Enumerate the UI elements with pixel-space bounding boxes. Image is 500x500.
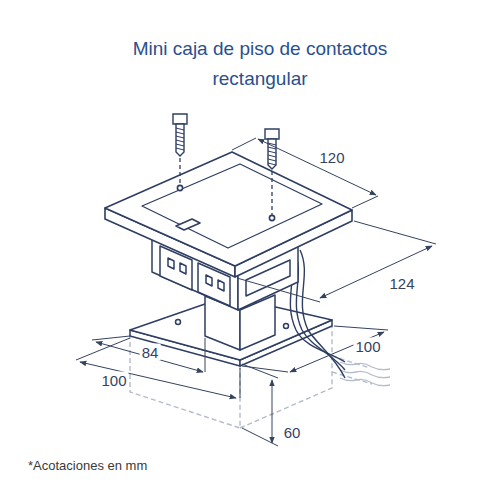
units-note: *Acotaciones en mm (28, 457, 147, 474)
cover-plate (269, 215, 274, 220)
dimension-lines (272, 380, 273, 443)
base-flange (176, 320, 181, 325)
thread-stroke (176, 128, 184, 130)
screws (265, 129, 279, 139)
dimension-lines (76, 338, 240, 398)
thread-stroke (268, 163, 276, 165)
dimension-label: 124 (387, 275, 416, 292)
thread-stroke (176, 140, 184, 142)
screws (176, 124, 184, 156)
thread-stroke (176, 132, 184, 134)
outlet-housing (206, 275, 224, 291)
conduit (340, 370, 390, 378)
screw-threads (176, 128, 276, 165)
outlet-housing (168, 258, 186, 274)
dimension-label: 100 (353, 338, 382, 355)
conduit (340, 378, 390, 386)
conduit (340, 362, 390, 386)
screws (173, 114, 187, 124)
thread-stroke (268, 159, 276, 161)
dimension-lines (237, 221, 436, 302)
screws (268, 139, 276, 169)
screw-axis (271, 171, 272, 216)
cables (300, 250, 345, 378)
screw-axis (179, 158, 180, 186)
dimension-label: 60 (282, 424, 303, 441)
dimension-lines (92, 336, 205, 372)
dimension-lines (96, 342, 203, 372)
dimension-lines (320, 246, 432, 298)
base-flange (284, 324, 289, 329)
cover-plate (176, 219, 200, 230)
thread-stroke (176, 144, 184, 146)
dimension-lines (258, 139, 376, 195)
dimension-label: 120 (317, 149, 346, 166)
thread-stroke (268, 155, 276, 157)
dimension-lines (76, 138, 436, 446)
thread-stroke (176, 148, 184, 150)
dimension-lines (242, 364, 278, 446)
cover-plate (142, 164, 322, 248)
title: Mini caja de piso de contactos rectangul… (95, 34, 425, 94)
dimension-label: 100 (99, 372, 128, 389)
cover-plate (177, 185, 182, 190)
dimension-label: 84 (140, 344, 161, 361)
screw-axis (180, 158, 272, 216)
thread-stroke (176, 136, 184, 138)
cover-plate (105, 152, 352, 277)
conduit (340, 362, 390, 370)
dimension-lines (80, 362, 236, 398)
thread-stroke (268, 151, 276, 153)
dimension-lines (232, 138, 378, 208)
cover-plate (105, 152, 352, 266)
dimension-lines (290, 332, 384, 372)
dimension-lines (242, 326, 388, 372)
